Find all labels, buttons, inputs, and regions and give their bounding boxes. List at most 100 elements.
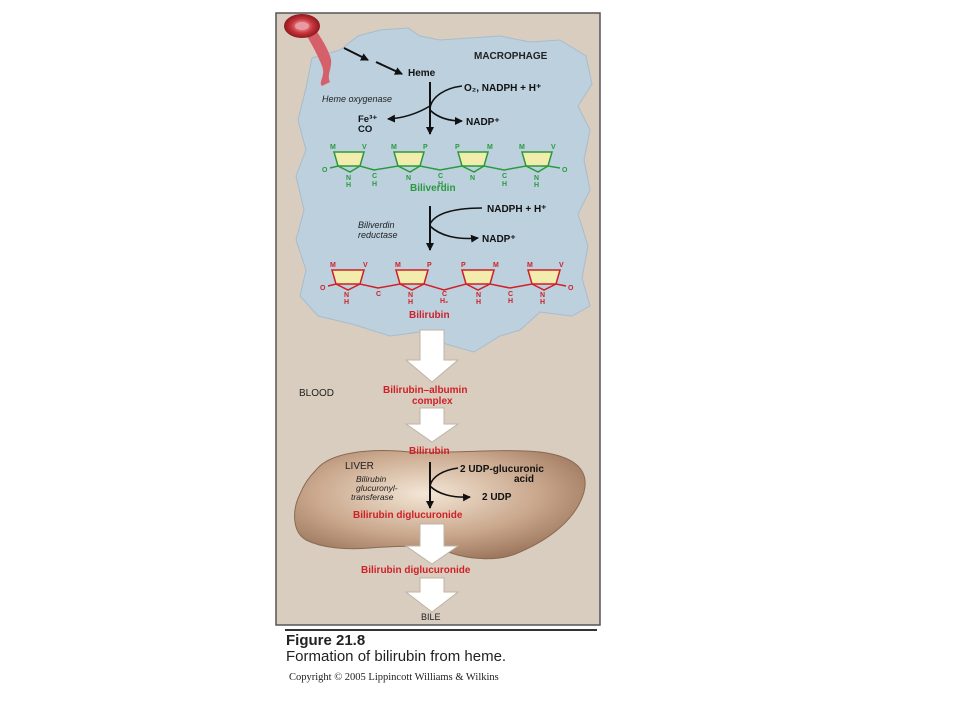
- liver-organ: [294, 450, 586, 560]
- biliverdin-substituents: M V M P P M M V O N C N C N C N O H H H …: [322, 144, 568, 189]
- copyright-notice: Copyright © 2005 Lippincott Williams & W…: [289, 672, 499, 683]
- o2-input-arc: [429, 85, 463, 109]
- br-sub-top-6: M: [493, 262, 499, 269]
- rbc-arrow-2: [375, 61, 403, 75]
- bv-sub-bottom-5: C: [438, 173, 443, 180]
- br-sub-bottom-9: O: [568, 285, 574, 292]
- br-sub-bottom-4: N: [408, 292, 413, 299]
- bv-sub-bottom-4: N: [406, 175, 411, 182]
- br-sub-top-8: V: [559, 262, 564, 269]
- rbc-tail: [302, 24, 332, 86]
- fe-co-output-arc: [387, 105, 431, 123]
- br-sub-bottom-2: N: [344, 292, 349, 299]
- bv-sub-top-5: P: [455, 144, 460, 151]
- biliverdin-ring-2: [393, 151, 425, 167]
- transferase-label-1: Bilirubin: [356, 474, 387, 484]
- br-sub-h-1: H: [344, 299, 349, 306]
- rbc-arrow-1: [343, 47, 369, 61]
- br-sub-top-1: M: [330, 262, 336, 269]
- macrophage-cell: [295, 27, 593, 353]
- biliverdin-structure: [329, 151, 561, 173]
- bv-sub-h-4: H: [502, 181, 507, 188]
- udp-glucuronic-input-arc: [429, 467, 459, 487]
- biliverdin-ring-3: [457, 151, 489, 167]
- transferase-label-2: glucuronyl-: [356, 483, 398, 493]
- nadp2-output-arc: [429, 225, 479, 243]
- bv-sub-bottom-7: C: [502, 173, 507, 180]
- caption-rule: [285, 629, 597, 631]
- udp-glucuronic-label-1: 2 UDP-glucuronic: [460, 464, 544, 475]
- bv-sub-top-3: M: [391, 144, 397, 151]
- nadph2-input-arc: [429, 207, 483, 225]
- diglucuronide-label-2: Bilirubin diglucuronide: [361, 565, 471, 576]
- biliverdin-reductase-label-1: Biliverdin: [358, 220, 395, 230]
- br-sub-bottom-7: C: [508, 291, 513, 298]
- bv-sub-bottom-3: C: [372, 173, 377, 180]
- nadp1-label: NADP⁺: [466, 117, 500, 128]
- biliverdin-ring-1: [333, 151, 365, 167]
- flow-arrow-to-liver: [404, 407, 460, 443]
- bilirubin-ring-2: [395, 269, 429, 285]
- nadp1-output-arc: [429, 109, 463, 125]
- biliverdin-label: Biliverdin: [410, 183, 456, 194]
- flow-arrow-to-blood: [404, 329, 460, 383]
- br-sub-h-4: H: [476, 299, 481, 306]
- heme-label: Heme: [408, 68, 436, 79]
- br-sub-bottom-5: C: [442, 291, 447, 298]
- bv-sub-bottom-1: O: [322, 167, 328, 174]
- liver-label: LIVER: [345, 461, 374, 472]
- bilirubin-ring-1: [331, 269, 365, 285]
- br-sub-bottom-3: C: [376, 291, 381, 298]
- br-sub-top-2: V: [363, 262, 368, 269]
- bv-sub-top-4: P: [423, 144, 428, 151]
- br-sub-h-2: H: [408, 299, 413, 306]
- bv-sub-bottom-2: N: [346, 175, 351, 182]
- heme-oxygenase-label: Heme oxygenase: [322, 94, 392, 104]
- bilirubin-substituents: M V M P P M M V O N C N C N C N O H H H₂…: [320, 262, 574, 306]
- br-sub-top-7: M: [527, 262, 533, 269]
- bv-sub-top-1: M: [330, 144, 336, 151]
- flow-arrow-from-liver: [404, 523, 460, 565]
- nadph2-label: NADPH + H⁺: [487, 204, 546, 215]
- bv-sub-h-2: H: [372, 181, 377, 188]
- br-sub-bottom-1: O: [320, 285, 326, 292]
- udp-output-arc: [429, 485, 471, 502]
- bv-sub-h-3: H: [438, 181, 443, 188]
- figure-subtitle: Formation of bilirubin from heme.: [286, 648, 507, 665]
- complex-label-2: complex: [412, 396, 453, 407]
- br-sub-h-5: H: [508, 298, 513, 305]
- transferase-label-3: transferase: [351, 492, 394, 502]
- biliverdin-backbone: [329, 165, 561, 173]
- bv-sub-top-2: V: [362, 144, 367, 151]
- biliverdin-ring-4: [521, 151, 553, 167]
- diglucuronide-label-1: Bilirubin diglucuronide: [353, 510, 463, 521]
- o2-nadph-label: O₂, NADPH + H⁺: [464, 83, 541, 94]
- bilirubin-label-1: Bilirubin: [409, 310, 450, 321]
- bilirubin-ring-4: [527, 269, 561, 285]
- bv-sub-bottom-9: O: [562, 167, 568, 174]
- br-sub-bottom-8: N: [540, 292, 545, 299]
- bv-sub-bottom-8: N: [534, 175, 539, 182]
- bv-sub-top-8: V: [551, 144, 556, 151]
- br-sub-top-5: P: [461, 262, 466, 269]
- co-label: CO: [358, 124, 372, 135]
- blood-label: BLOOD: [299, 388, 334, 399]
- bile-label: BILE: [421, 612, 441, 622]
- bilirubin-ring-3: [461, 269, 495, 285]
- fe-label: Fe³⁺: [358, 114, 377, 125]
- udp-glucuronic-label-2: acid: [514, 474, 534, 485]
- nadp2-label: NADP⁺: [482, 234, 516, 245]
- udp-output-label: 2 UDP: [482, 492, 512, 503]
- bv-sub-h-5: H: [534, 182, 539, 189]
- bilirubin-backbone: [327, 283, 567, 291]
- br-sub-bottom-6: N: [476, 292, 481, 299]
- bilirubin-structure: [327, 269, 567, 291]
- bv-sub-bottom-6: N: [470, 175, 475, 182]
- rbc-center: [295, 22, 309, 30]
- figure-title: Figure 21.8: [286, 632, 366, 649]
- biliverdin-reductase-label-2: reductase: [358, 230, 398, 240]
- flow-arrow-to-bile: [404, 577, 460, 613]
- bv-sub-h-1: H: [346, 182, 351, 189]
- br-sub-top-3: M: [395, 262, 401, 269]
